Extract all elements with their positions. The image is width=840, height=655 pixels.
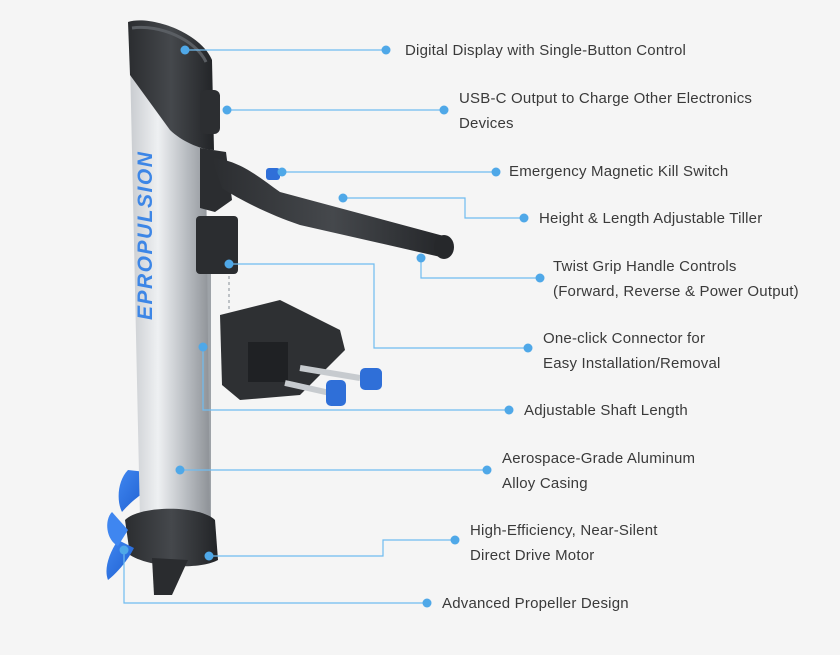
dot-twistgrip-end xyxy=(535,273,545,283)
callout-shaft-line-1: Adjustable Shaft Length xyxy=(524,402,688,419)
tiller-grip-end xyxy=(434,235,454,259)
callout-twistgrip-line-1: Twist Grip Handle Controls xyxy=(553,258,737,275)
dot-propeller-start xyxy=(119,545,129,555)
callout-usbc: USB-C Output to Charge Other Electronics… xyxy=(459,86,752,136)
callout-shaft: Adjustable Shaft Length xyxy=(524,398,688,423)
callout-tiller: Height & Length Adjustable Tiller xyxy=(539,206,762,231)
dot-usbc-end xyxy=(439,105,449,115)
callout-casing: Aerospace-Grade Aluminum Alloy Casing xyxy=(502,446,695,496)
callout-propeller: Advanced Propeller Design xyxy=(442,591,629,616)
callout-usbc-line-2: Devices xyxy=(459,115,514,132)
dot-motor-end xyxy=(450,535,460,545)
callout-tiller-line-1: Height & Length Adjustable Tiller xyxy=(539,210,763,227)
dot-connector-end xyxy=(523,343,533,353)
callout-killswitch: Emergency Magnetic Kill Switch xyxy=(509,159,728,184)
leader-shaft xyxy=(202,347,509,411)
dot-twistgrip-start xyxy=(416,253,426,263)
dot-propeller-end xyxy=(422,598,432,608)
callout-connector-line-2: Easy Installation/Removal xyxy=(543,355,721,372)
brand-logo: EPROPULSION xyxy=(134,151,157,320)
motor-pod xyxy=(125,508,218,567)
callout-motor-line-1: High-Efficiency, Near-Silent xyxy=(470,522,658,539)
dot-usbc-start xyxy=(222,105,232,115)
callout-dots xyxy=(119,45,545,608)
callout-display: Digital Display with Single-Button Contr… xyxy=(405,38,686,63)
dot-connector-start xyxy=(224,259,234,269)
callout-twistgrip: Twist Grip Handle Controls (Forward, Rev… xyxy=(553,254,799,304)
callout-connector: One-click Connector for Easy Installatio… xyxy=(543,326,721,376)
callout-motor-line-2: Direct Drive Motor xyxy=(470,547,595,564)
callout-display-line-1: Digital Display with Single-Button Contr… xyxy=(405,42,687,59)
callout-motor: High-Efficiency, Near-Silent Direct Driv… xyxy=(470,518,658,568)
dot-shaft-start xyxy=(198,342,208,352)
dot-shaft-end xyxy=(504,405,514,415)
callout-casing-line-2: Alloy Casing xyxy=(502,475,588,492)
dot-casing-start xyxy=(175,465,185,475)
skeg xyxy=(152,558,188,595)
callout-twistgrip-line-2: (Forward, Reverse & Power Output) xyxy=(553,283,799,300)
aluminum-casing xyxy=(130,60,210,520)
dot-motor-start xyxy=(204,551,214,561)
dot-casing-end xyxy=(482,465,492,475)
clamp-knob-2 xyxy=(326,380,346,406)
kill-switch xyxy=(266,168,280,180)
callout-killswitch-line-1: Emergency Magnetic Kill Switch xyxy=(509,163,729,180)
leader-twistgrip xyxy=(420,258,540,279)
callout-casing-line-1: Aerospace-Grade Aluminum xyxy=(502,450,696,467)
callout-usbc-line-1: USB-C Output to Charge Other Electronics xyxy=(459,90,753,107)
usb-c-port xyxy=(200,90,220,134)
leader-connector xyxy=(229,263,528,349)
dot-killswitch-start xyxy=(277,167,287,177)
callout-connector-line-1: One-click Connector for xyxy=(543,330,706,347)
leader-propeller xyxy=(123,550,427,604)
dot-display-end xyxy=(381,45,391,55)
dot-tiller-end xyxy=(519,213,529,223)
callout-leaders xyxy=(123,49,540,604)
dot-display-start xyxy=(180,45,190,55)
leader-tiller xyxy=(343,197,524,219)
propeller-blade-bottom xyxy=(106,540,134,580)
clamp-knob-1 xyxy=(360,368,382,390)
connector-housing xyxy=(196,216,238,274)
dot-tiller-start xyxy=(338,193,348,203)
dot-killswitch-end xyxy=(491,167,501,177)
callout-propeller-line-1: Advanced Propeller Design xyxy=(442,595,629,612)
tiller-arm xyxy=(212,158,454,258)
leader-motor xyxy=(209,539,455,557)
display-head xyxy=(128,20,214,150)
